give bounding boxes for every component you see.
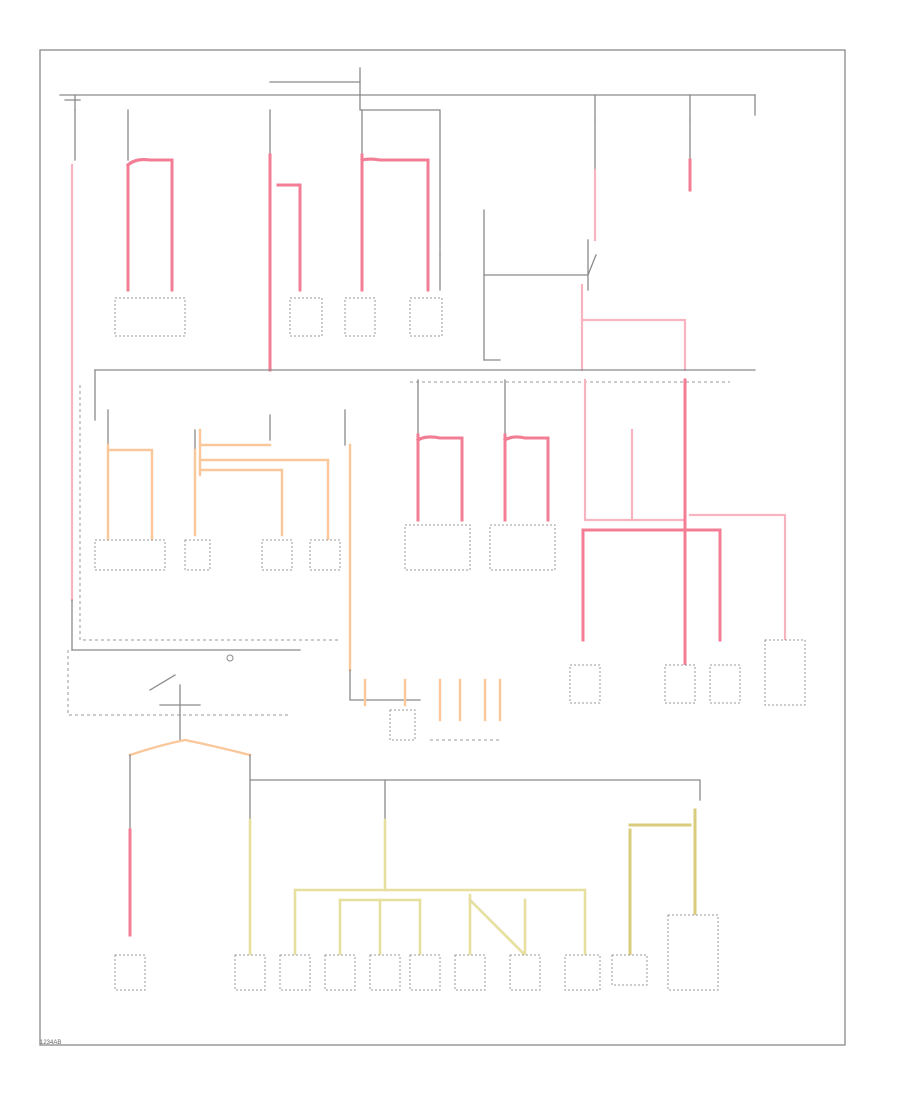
component-7 [261, 539, 293, 571]
component-23 [509, 954, 541, 991]
component-2 [289, 297, 323, 337]
lower-bus [128, 738, 701, 831]
component-1 [114, 297, 186, 337]
component-25 [611, 954, 648, 986]
lower-yellow-network [248, 808, 697, 957]
component-4 [409, 297, 443, 337]
component-5 [94, 539, 166, 571]
middle-left-fuses [107, 409, 346, 451]
top-fuses [64, 94, 691, 171]
component-9 [404, 524, 471, 571]
component-15 [389, 709, 416, 741]
top-red-wires [125, 153, 692, 372]
component-12 [664, 664, 696, 704]
component-3 [344, 297, 376, 337]
component-10 [489, 524, 556, 571]
top-power-bus [59, 67, 756, 256]
component-24 [564, 954, 601, 991]
middle-red-wires [415, 379, 550, 522]
orange-wires [106, 428, 330, 542]
ignition-switch-area [67, 649, 301, 741]
component-8 [309, 539, 341, 571]
diagram-border [39, 49, 846, 1046]
fuse-box-left [79, 385, 340, 641]
component-18 [279, 954, 311, 991]
right-middle-pink-network [581, 378, 787, 692]
component-11 [569, 664, 601, 704]
component-21 [409, 954, 441, 991]
component-17 [234, 954, 266, 991]
top-pink-wires [580, 168, 687, 372]
component-6 [184, 539, 211, 571]
top-components [114, 297, 443, 337]
bottom-components [114, 914, 719, 991]
component-19 [324, 954, 356, 991]
component-22 [454, 954, 486, 991]
component-16 [114, 954, 146, 991]
fan-relay-area [439, 209, 597, 361]
component-14 [764, 639, 806, 706]
diagram-code: 1234AB [40, 1040, 62, 1046]
middle-components [94, 524, 806, 706]
component-26 [667, 914, 719, 991]
center-connector-block [349, 669, 502, 741]
component-20 [369, 954, 401, 991]
component-13 [709, 664, 741, 704]
